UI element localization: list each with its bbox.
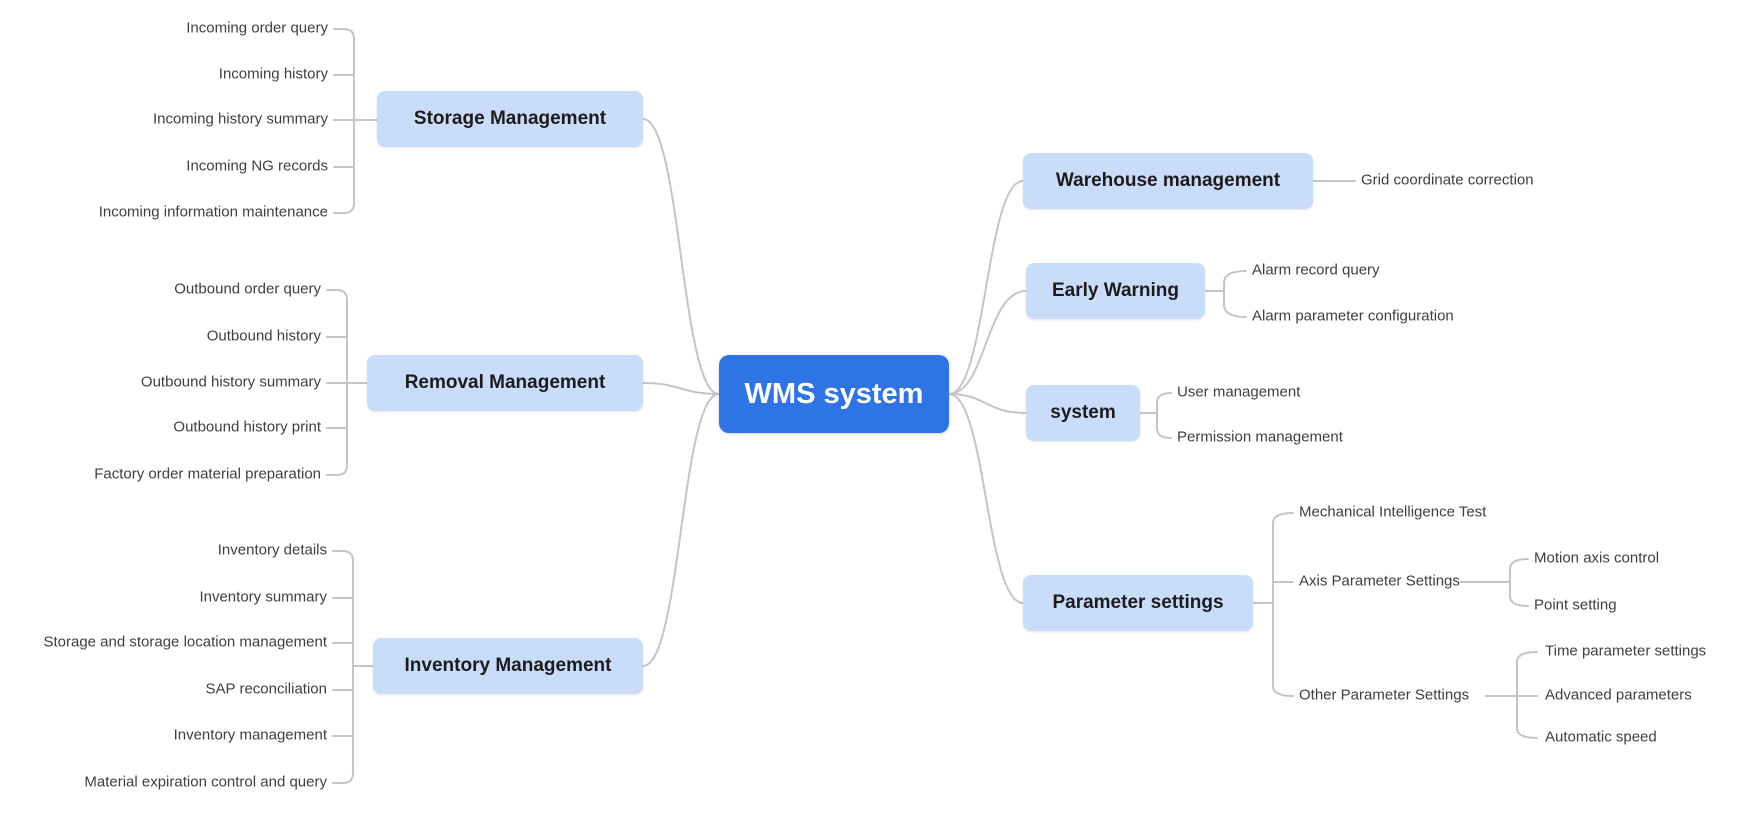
- topic-storage-management[interactable]: Storage Management: [377, 91, 643, 147]
- link-root-parameter-settings: [948, 393, 1024, 604]
- link-root-early-warning: [948, 290, 1027, 395]
- subtopic-automatic-speed[interactable]: Automatic speed: [1545, 728, 1657, 746]
- subtopic-outbound-order-query[interactable]: Outbound order query: [174, 280, 321, 298]
- subtopic-material-expiration-control-and-query[interactable]: Material expiration control and query: [84, 773, 327, 791]
- subtopic-factory-order-material-preparation[interactable]: Factory order material preparation: [94, 465, 321, 483]
- topic-early-warning[interactable]: Early Warning: [1026, 263, 1205, 319]
- subtopic-incoming-information-maintenance[interactable]: Incoming information maintenance: [98, 203, 328, 221]
- topic-parameter-settings[interactable]: Parameter settings: [1023, 575, 1253, 631]
- subtopic-other-parameter-settings[interactable]: Other Parameter Settings: [1299, 686, 1470, 704]
- subtopic-sap-reconciliation[interactable]: SAP reconciliation: [205, 680, 327, 698]
- link-axis-top: [1509, 558, 1529, 583]
- topic-inventory-management[interactable]: Inventory Management: [373, 638, 643, 694]
- topic-system[interactable]: system: [1026, 385, 1140, 441]
- link-root-inventory-management: [642, 393, 720, 667]
- subtopic-grid-coordinate-correction[interactable]: Grid coordinate correction: [1361, 171, 1534, 189]
- subtopic-motion-axis-control[interactable]: Motion axis control: [1534, 549, 1660, 567]
- link-early-top: [1223, 270, 1247, 292]
- subtopic-advanced-parameters[interactable]: Advanced parameters: [1545, 686, 1692, 704]
- subtopic-alarm-record-query[interactable]: Alarm record query: [1252, 261, 1380, 279]
- subtopic-point-setting[interactable]: Point setting: [1534, 596, 1617, 614]
- subtopic-incoming-history[interactable]: Incoming history: [218, 65, 328, 83]
- subtopic-axis-parameter-settings[interactable]: Axis Parameter Settings: [1299, 572, 1460, 590]
- subtopic-inventory-details[interactable]: Inventory details: [217, 541, 327, 559]
- link-root-removal-management: [642, 382, 720, 395]
- subtopic-incoming-order-query[interactable]: Incoming order query: [186, 19, 328, 37]
- subtopic-incoming-history-summary[interactable]: Incoming history summary: [152, 110, 328, 128]
- link-inventory-bracket: [332, 550, 354, 784]
- link-root-system: [948, 393, 1027, 414]
- link-system-bottom: [1156, 412, 1172, 439]
- subtopic-outbound-history-print[interactable]: Outbound history print: [173, 418, 321, 436]
- link-other-bracket: [1516, 651, 1538, 739]
- subtopic-outbound-history[interactable]: Outbound history: [206, 327, 321, 345]
- subtopic-inventory-management[interactable]: Inventory management: [173, 726, 327, 744]
- link-parameter-bracket: [1272, 512, 1294, 697]
- subtopic-inventory-summary[interactable]: Inventory summary: [199, 588, 327, 606]
- subtopic-user-management[interactable]: User management: [1177, 383, 1301, 401]
- subtopic-storage-and-storage-location-management[interactable]: Storage and storage location management: [43, 633, 327, 651]
- subtopic-alarm-parameter-configuration[interactable]: Alarm parameter configuration: [1252, 307, 1454, 325]
- subtopic-outbound-history-summary[interactable]: Outbound history summary: [140, 373, 321, 391]
- root-topic-wms-system[interactable]: WMS system: [719, 355, 949, 433]
- subtopic-time-parameter-settings[interactable]: Time parameter settings: [1545, 642, 1707, 660]
- subtopic-permission-management[interactable]: Permission management: [1177, 428, 1343, 446]
- link-root-storage-management: [642, 118, 720, 395]
- topic-warehouse-management[interactable]: Warehouse management: [1023, 153, 1313, 209]
- link-axis-bottom: [1509, 581, 1529, 607]
- subtopic-mechanical-intelligence-test[interactable]: Mechanical Intelligence Test: [1299, 503, 1487, 521]
- link-early-bottom: [1223, 290, 1247, 318]
- link-root-warehouse-management: [948, 180, 1024, 395]
- subtopic-incoming-ng-records[interactable]: Incoming NG records: [186, 157, 328, 175]
- topic-removal-management[interactable]: Removal Management: [367, 355, 643, 411]
- link-system-top: [1156, 392, 1172, 414]
